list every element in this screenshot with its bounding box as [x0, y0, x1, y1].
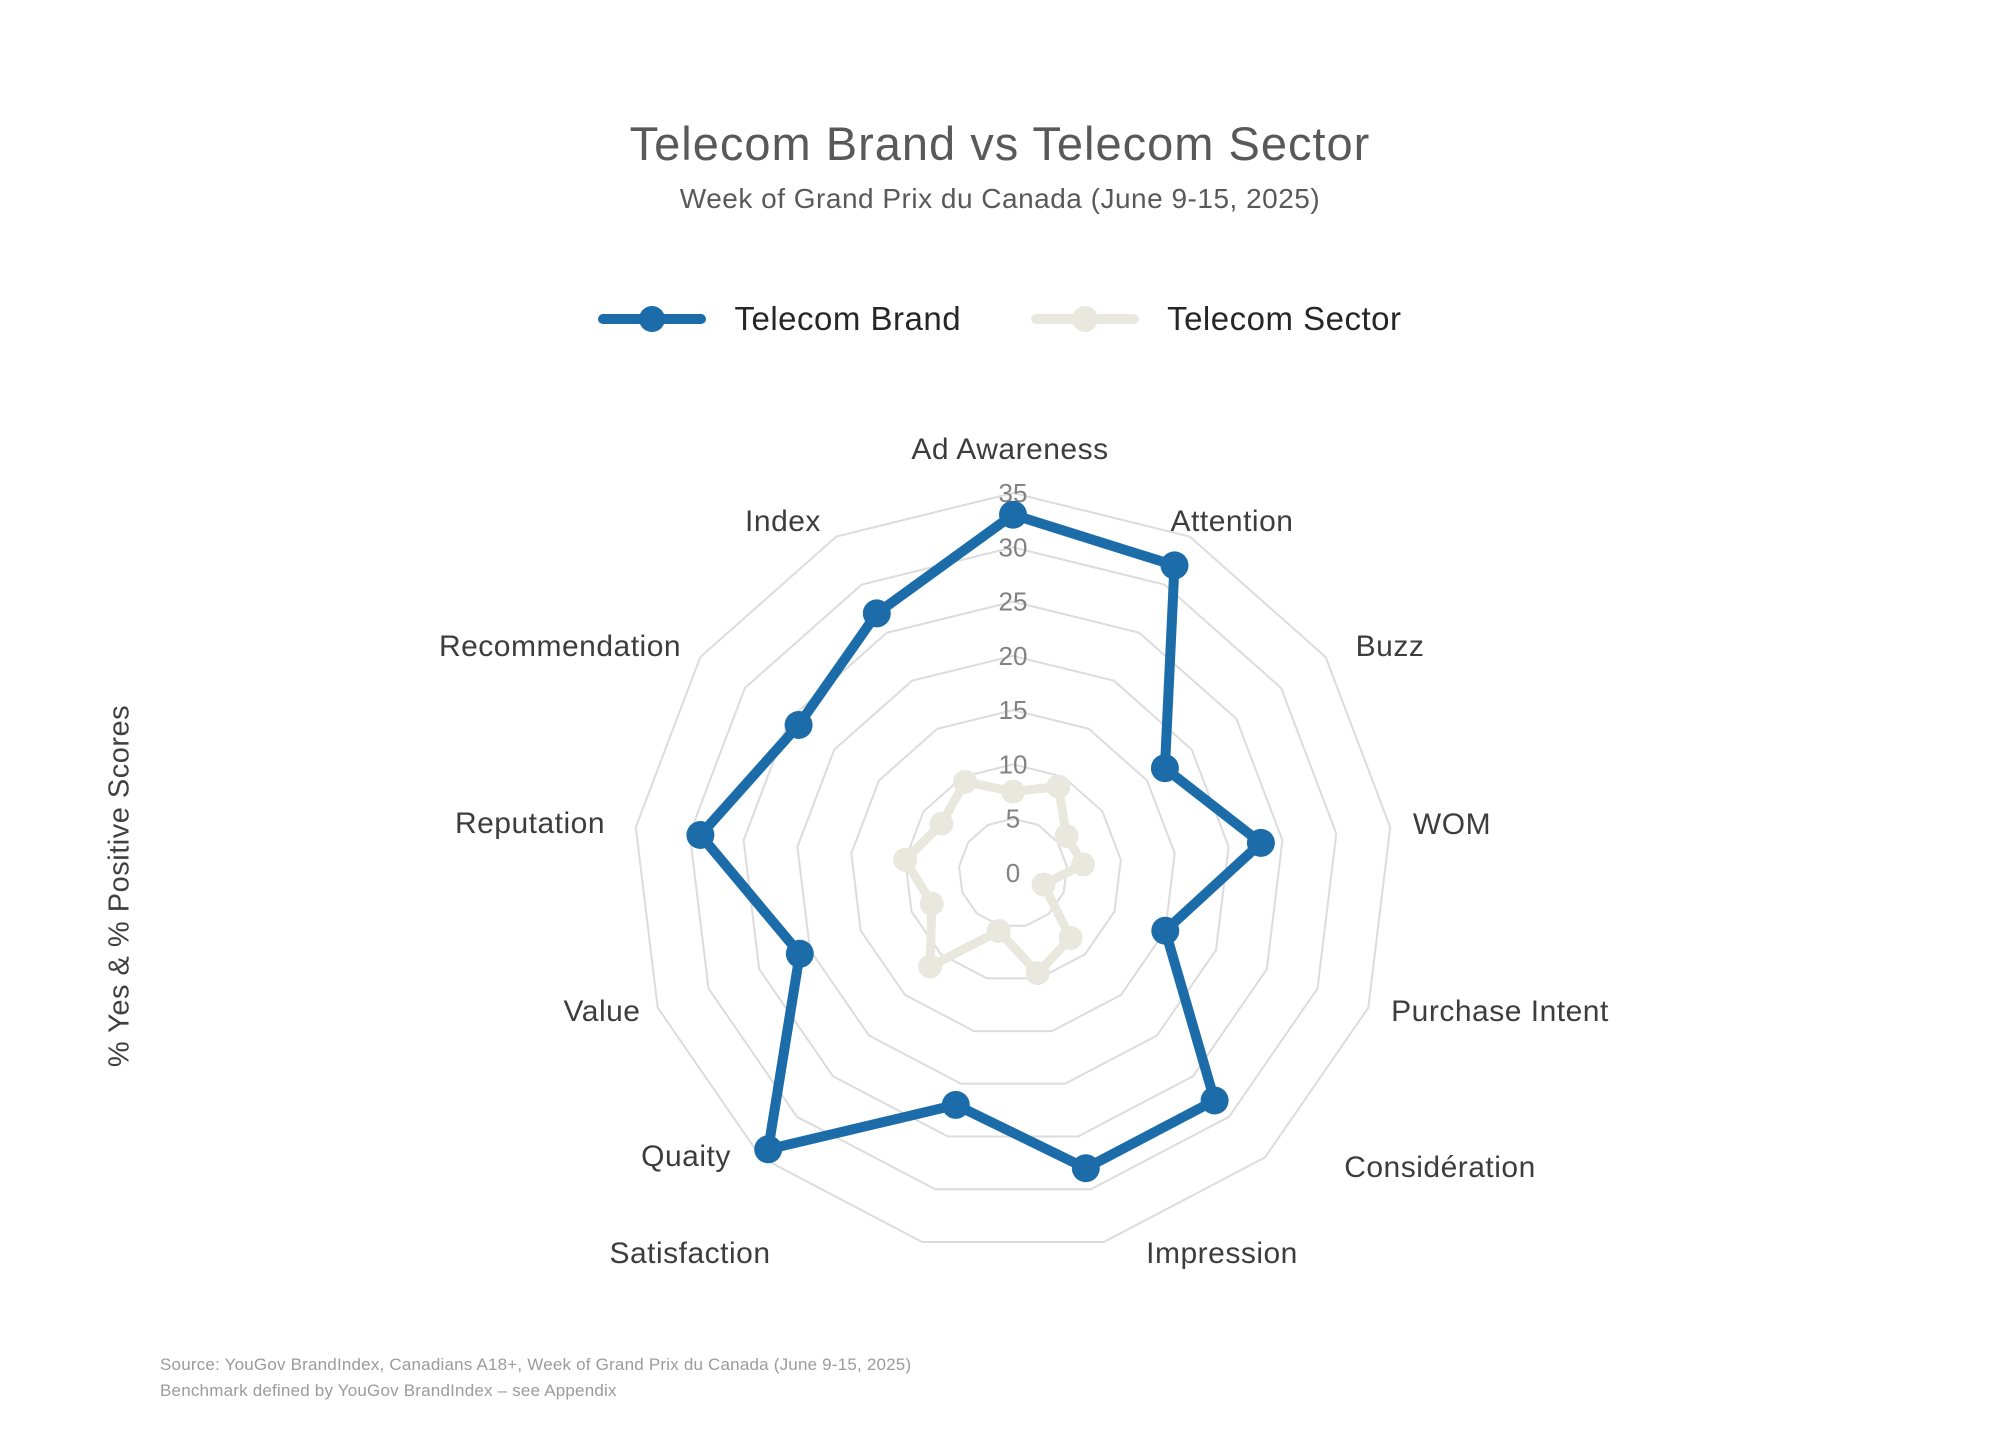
category-label-index: Index: [745, 505, 821, 538]
source-note-line1: Source: YouGov BrandIndex, Canadians A18…: [160, 1355, 912, 1374]
legend-item-telecom-brand: Telecom Brand: [598, 300, 961, 338]
data-point: [919, 891, 944, 916]
data-point: [999, 500, 1027, 529]
radial-tick-label: 20: [999, 641, 1028, 671]
data-point: [1150, 754, 1179, 783]
data-point: [918, 954, 943, 979]
category-label-impression: Impression: [1146, 1237, 1298, 1270]
grid-ring-30: [688, 546, 1338, 1191]
radial-tick-label: 25: [999, 587, 1028, 617]
source-note-line2: Benchmark defined by YouGov BrandIndex –…: [160, 1380, 617, 1400]
chart-subtitle: Week of Grand Prix du Canada (June 9-15,…: [679, 183, 1321, 214]
grid-ring-20: [796, 654, 1230, 1085]
data-point: [862, 599, 891, 628]
category-label-satisfaction: Satisfaction: [609, 1237, 770, 1270]
category-label-purchase-intent: Purchase Intent: [1391, 995, 1609, 1028]
series-line: [900, 777, 1088, 978]
source-note: Source: YouGov BrandIndex, Canadians A18…: [160, 1352, 911, 1403]
category-label-recommendation: Recommendation: [439, 630, 681, 663]
brand-line-marker-icon: [598, 306, 707, 332]
data-point: [1200, 1086, 1229, 1115]
data-point: [754, 1135, 783, 1164]
data-point: [941, 1090, 970, 1119]
data-point: [1046, 774, 1071, 799]
radial-tick-label: 10: [999, 749, 1028, 779]
sector-line-marker-icon: [1031, 306, 1140, 332]
data-point: [686, 821, 715, 849]
chart-title: Telecom Brand vs Telecom Sector: [629, 117, 1371, 170]
legend-item-telecom-sector: Telecom Sector: [1031, 300, 1401, 338]
category-label-buzz: Buzz: [1356, 630, 1425, 663]
data-point: [929, 811, 954, 836]
legend-label-telecom-brand: Telecom Brand: [734, 300, 962, 337]
legend: Telecom Brand Telecom Sector: [0, 300, 2000, 338]
radial-tick-label: 0: [1006, 858, 1020, 888]
grid-ring-15: [850, 709, 1176, 1033]
radial-tick-label: 30: [999, 532, 1028, 562]
data-point: [784, 711, 813, 739]
category-label-considération: Considération: [1344, 1151, 1536, 1184]
data-point: [953, 769, 978, 794]
category-label-ad-awareness: Ad Awareness: [911, 433, 1108, 466]
data-point: [1058, 926, 1083, 950]
grid-ring-35: [634, 491, 1392, 1243]
grid-ring-5: [958, 817, 1068, 927]
category-label-reputation: Reputation: [455, 807, 605, 840]
radial-tick-label: 15: [999, 695, 1028, 725]
legend-label-telecom-sector: Telecom Sector: [1167, 300, 1402, 337]
data-point: [1160, 551, 1189, 580]
radial-axis-label: % Yes & % Positive Scores: [103, 704, 136, 1068]
data-point: [1071, 852, 1096, 877]
data-point: [1054, 824, 1079, 848]
category-label-quaity: Quaity: [641, 1140, 731, 1173]
data-point: [1151, 916, 1180, 945]
data-point: [986, 919, 1011, 943]
series-telecom-sector: [893, 769, 1096, 986]
series-line: [695, 509, 1266, 1174]
radial-tick-label: 5: [1006, 804, 1020, 834]
data-point: [1246, 828, 1275, 857]
data-point: [893, 847, 918, 872]
grid-ring-10: [904, 763, 1122, 980]
data-point: [1071, 1154, 1100, 1183]
data-point: [1031, 872, 1056, 897]
category-label-value: Value: [563, 995, 640, 1028]
data-point: [1001, 779, 1025, 804]
category-label-attention: Attention: [1171, 505, 1294, 538]
category-label-wom: WOM: [1413, 808, 1491, 841]
data-point: [1025, 961, 1050, 986]
series-telecom-brand: [686, 500, 1275, 1183]
data-point: [785, 939, 814, 968]
